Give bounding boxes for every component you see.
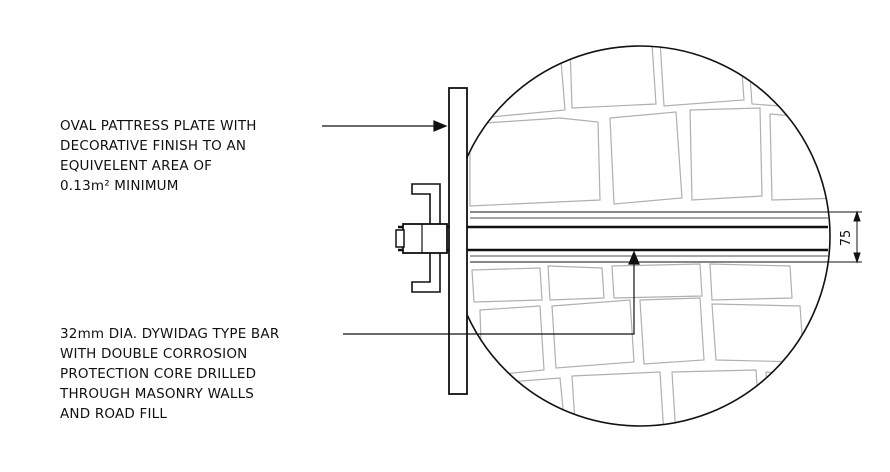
callout-line: 32mm DIA. DYWIDAG TYPE BAR (60, 326, 280, 342)
leader-pattress-plate (322, 120, 448, 132)
masonry-stonework (469, 46, 830, 426)
leader-tie-bar (343, 250, 640, 335)
dimension-label: 75 (839, 230, 854, 247)
dimension-75: 75 (828, 210, 862, 264)
callout-line: AND ROAD FILL (60, 406, 168, 422)
core-hole (470, 211, 828, 263)
callout-line: EQUIVELENT AREA OF (60, 158, 213, 174)
callout-line: PROTECTION CORE DRILLED (60, 366, 257, 382)
callout-line: OVAL PATTRESS PLATE WITH (60, 118, 257, 134)
callout-line: THROUGH MASONRY WALLS (60, 386, 255, 402)
callout-line: 0.13m² MINIMUM (60, 178, 179, 194)
nut (395, 223, 448, 254)
callout-line: WITH DOUBLE CORROSION (60, 346, 248, 362)
callout-tie-bar: 32mm DIA. DYWIDAG TYPE BAR WITH DOUBLE C… (60, 324, 279, 424)
pattress-plate (448, 87, 468, 395)
dywidag-bar (398, 225, 828, 252)
detail-circle (449, 45, 831, 427)
callout-line: DECORATIVE FINISH TO AN (60, 138, 247, 154)
washer-fixing (411, 183, 441, 293)
callout-pattress-plate: OVAL PATTRESS PLATE WITH DECORATIVE FINI… (60, 116, 257, 196)
